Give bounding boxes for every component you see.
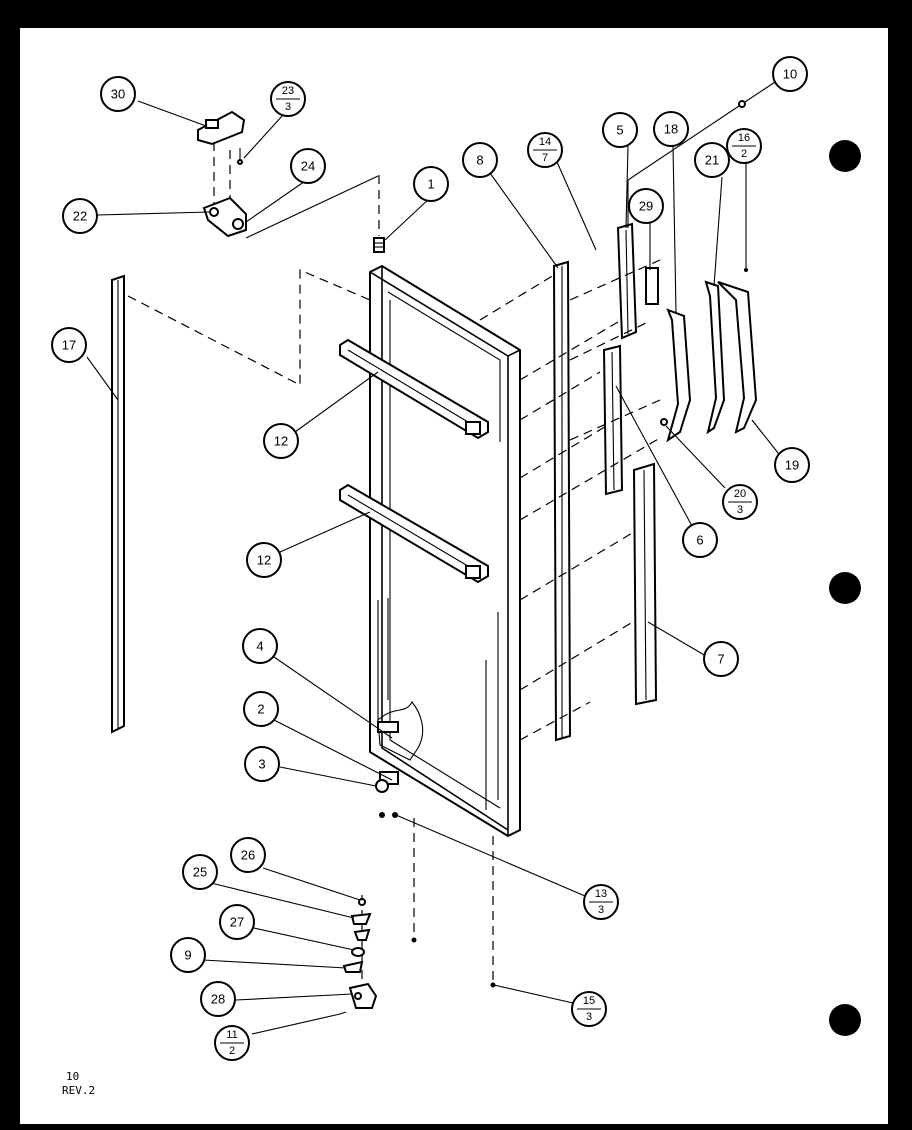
- callout-12-upper-label: 12: [274, 434, 288, 449]
- callout-11-2-den: 2: [229, 1045, 235, 1057]
- callout-14-7-den: 7: [542, 152, 548, 164]
- callout-26: 26: [230, 837, 266, 873]
- binder-hole-bottom: [829, 1004, 861, 1036]
- callout-11-2-num: 11: [226, 1029, 237, 1041]
- callout-16-2: 16 2: [726, 128, 762, 164]
- callout-21-label: 21: [705, 153, 719, 168]
- callout-19: 19: [774, 447, 810, 483]
- callout-16-2-num: 16: [738, 132, 750, 144]
- callout-15-3-num: 15: [583, 995, 595, 1007]
- callout-14-7-num: 14: [539, 136, 551, 148]
- callout-13-3-num: 13: [595, 888, 607, 900]
- leader-lines: [86, 79, 783, 1035]
- callout-9-label: 9: [184, 948, 191, 963]
- callout-19-label: 19: [785, 458, 799, 473]
- callout-20-3-num: 20: [734, 488, 746, 500]
- callout-8-label: 8: [476, 153, 483, 168]
- callout-3: 3: [244, 746, 280, 782]
- callout-2-label: 2: [257, 702, 264, 717]
- callout-12-upper: 12: [263, 423, 299, 459]
- callout-26-label: 26: [241, 848, 255, 863]
- callout-27: 27: [219, 904, 255, 940]
- callout-28: 28: [200, 981, 236, 1017]
- callout-24-label: 24: [301, 159, 315, 174]
- handle-trim-lower: [632, 462, 658, 706]
- callout-6: 6: [682, 522, 718, 558]
- handle-trim-middle: [602, 344, 624, 496]
- callout-14-7: 14 7: [527, 132, 563, 168]
- callout-29-label: 29: [639, 199, 653, 214]
- callout-7: 7: [703, 641, 739, 677]
- callout-10-label: 10: [783, 67, 797, 82]
- callout-23-3-num: 23: [282, 85, 294, 97]
- callout-3-label: 3: [258, 757, 265, 772]
- binder-hole-top: [829, 140, 861, 172]
- callout-20-3-den: 3: [737, 504, 743, 516]
- callout-8: 8: [462, 142, 498, 178]
- side-trim-strip: [552, 260, 572, 742]
- binder-hole-middle: [829, 572, 861, 604]
- handle-insert: [645, 267, 659, 305]
- callout-15-3: 15 3: [571, 991, 607, 1027]
- top-hinge-pin: [373, 237, 385, 253]
- callout-12-lower: 12: [246, 542, 282, 578]
- callout-18: 18: [653, 111, 689, 147]
- page-number: 10: [66, 1070, 79, 1083]
- callout-1: 1: [413, 166, 449, 202]
- callout-13-3: 13 3: [583, 884, 619, 920]
- callout-24: 24: [290, 148, 326, 184]
- callout-5: 5: [602, 112, 638, 148]
- callout-22-label: 22: [73, 209, 87, 224]
- handle-assembly: [627, 100, 758, 443]
- callout-2: 2: [243, 691, 279, 727]
- door-stop-parts: [375, 721, 496, 988]
- callout-27-label: 27: [230, 915, 244, 930]
- callout-9: 9: [170, 937, 206, 973]
- shelf-lower: [339, 483, 489, 584]
- callout-29: 29: [628, 188, 664, 224]
- callout-23-3: 23 3: [270, 81, 306, 117]
- callout-22: 22: [62, 198, 98, 234]
- handle-trim-upper: [616, 222, 638, 340]
- callout-23-3-den: 3: [285, 101, 291, 113]
- callout-21: 21: [694, 142, 730, 178]
- callout-16-2-den: 2: [741, 148, 747, 160]
- callout-25: 25: [182, 854, 218, 890]
- callout-10: 10: [772, 56, 808, 92]
- callout-4-label: 4: [256, 639, 263, 654]
- top-hinge-assembly: [197, 110, 379, 239]
- callout-17: 17: [51, 327, 87, 363]
- callout-20-3: 20 3: [722, 484, 758, 520]
- callout-6-label: 6: [696, 533, 703, 548]
- bottom-hinge-assembly: [339, 895, 378, 1015]
- callout-4: 4: [242, 628, 278, 664]
- callout-17-label: 17: [62, 338, 76, 353]
- callout-12-lower-label: 12: [257, 553, 271, 568]
- callout-13-3-den: 3: [598, 904, 604, 916]
- callout-11-2: 11 2: [214, 1025, 250, 1061]
- callout-25-label: 25: [193, 865, 207, 880]
- callout-30: 30: [100, 76, 136, 112]
- callout-30-label: 30: [111, 87, 125, 102]
- callout-15-3-den: 3: [586, 1011, 592, 1023]
- callout-5-label: 5: [616, 123, 623, 138]
- shelf-upper: [339, 338, 489, 440]
- door-gasket-strip: [111, 274, 125, 734]
- callout-28-label: 28: [211, 992, 225, 1007]
- callout-18-label: 18: [664, 122, 678, 137]
- revision-label: REV.2: [62, 1084, 95, 1097]
- callout-1-label: 1: [427, 177, 434, 192]
- callout-7-label: 7: [717, 652, 724, 667]
- assembly-lines: [479, 259, 661, 741]
